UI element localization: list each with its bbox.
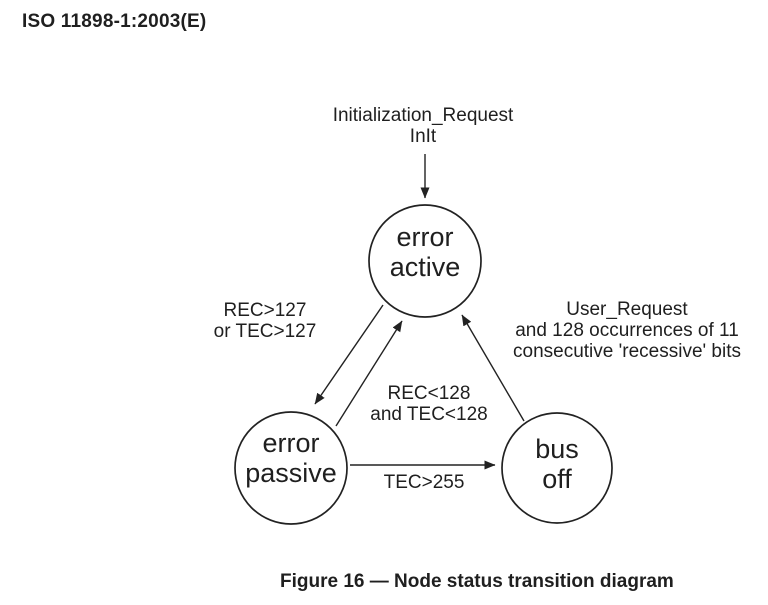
- state-circle-bus-off: [501, 412, 613, 524]
- state-circle-error-passive: [234, 411, 348, 525]
- transition-label-line: consecutive 'recessive' bits: [513, 341, 741, 362]
- state-label-line: bus: [535, 434, 579, 464]
- transition-label-line: User_Request: [566, 299, 688, 320]
- arrow-error-passive-to-error-active: [335, 320, 403, 427]
- transition-label-line: and TEC<128: [370, 404, 488, 425]
- figure-caption: Figure 16 — Node status transition diagr…: [280, 571, 674, 592]
- state-circle-error-active: [368, 204, 482, 318]
- state-label-line: passive: [245, 458, 337, 488]
- state-label-error-passive: error passive: [245, 428, 337, 488]
- state-label-line: off: [542, 464, 572, 494]
- transition-label-init: Initialization_Request InIt: [298, 105, 548, 147]
- transition-label-active-to-passive: REC>127 or TEC>127: [185, 300, 345, 342]
- arrow-bus-off-to-error-active: [461, 314, 525, 422]
- state-label-error-active: error active: [390, 222, 461, 282]
- transition-label-line: REC>127: [223, 300, 307, 321]
- arrow-error-active-to-error-passive: [314, 304, 384, 405]
- transition-label-line: Initialization_Request: [332, 105, 514, 126]
- transition-label-line: or TEC>127: [213, 321, 317, 342]
- transition-label-line: TEC>255: [383, 472, 465, 493]
- transition-label-passive-to-active: REC<128 and TEC<128: [354, 383, 504, 425]
- state-label-line: active: [389, 252, 461, 282]
- transition-label-busoff-to-active: User_Request and 128 occurrences of 11 c…: [495, 299, 759, 362]
- transition-label-line: REC<128: [387, 383, 471, 404]
- transition-label-passive-to-busoff: TEC>255: [374, 472, 474, 493]
- state-label-line: error: [262, 428, 320, 458]
- state-label-bus-off: bus off: [535, 434, 579, 494]
- state-label-line: error: [396, 222, 454, 252]
- transition-label-line: and 128 occurrences of 11: [515, 320, 739, 341]
- standard-number-header: ISO 11898-1:2003(E): [22, 11, 207, 32]
- transition-label-line: InIt: [409, 126, 437, 147]
